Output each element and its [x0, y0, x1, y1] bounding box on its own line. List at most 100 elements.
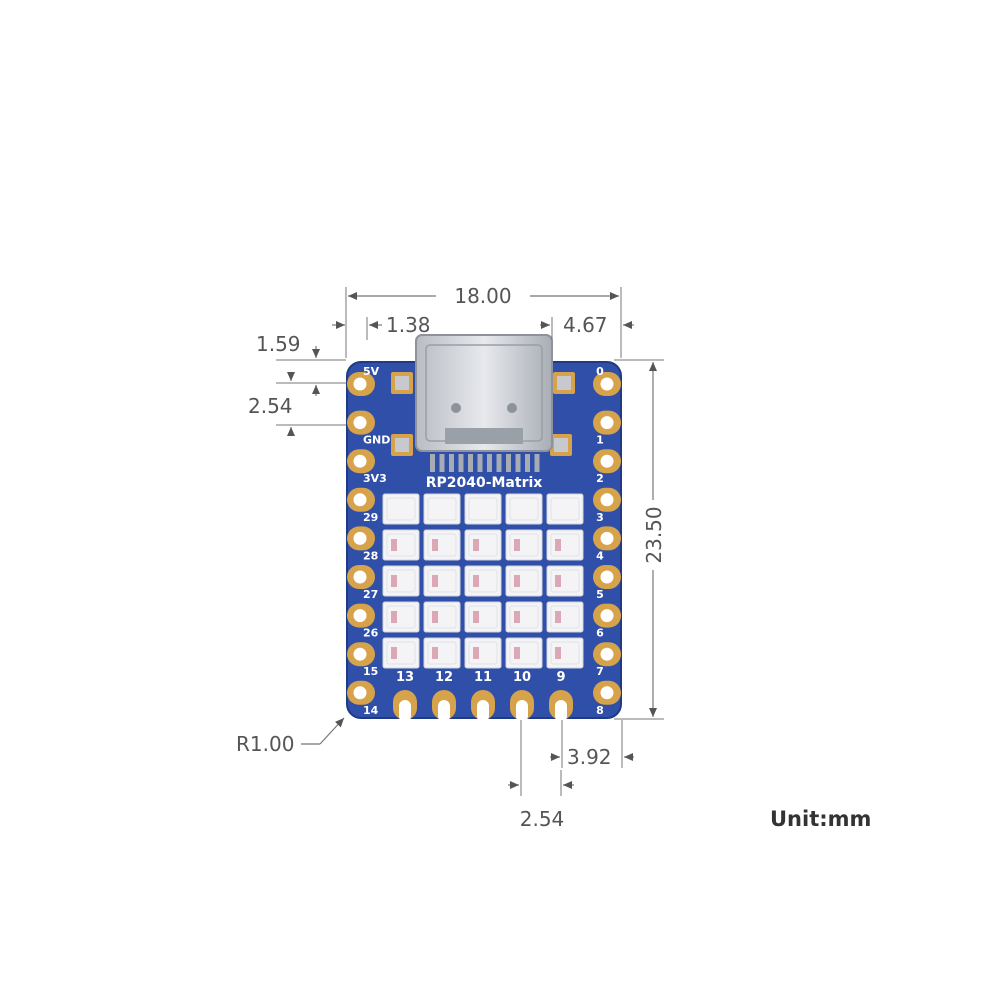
- usb-right-offset-dimension: 4.67: [563, 313, 608, 337]
- pin-label: 11: [474, 670, 492, 685]
- led: [505, 529, 543, 561]
- unit-label: Unit:mm: [770, 807, 871, 831]
- smd-pad: [395, 438, 409, 452]
- usb-pin: [449, 454, 454, 472]
- led: [382, 601, 420, 633]
- led: [505, 637, 543, 669]
- pad-hole: [600, 416, 614, 430]
- pad-hole: [555, 700, 567, 722]
- pad-hole: [353, 609, 367, 623]
- led: [423, 493, 461, 525]
- led: [423, 565, 461, 597]
- led: [423, 637, 461, 669]
- height-dimension: 23.50: [642, 506, 666, 563]
- pad-hole: [353, 377, 367, 391]
- pad-hole: [516, 700, 528, 722]
- led: [546, 601, 584, 633]
- led: [505, 601, 543, 633]
- pin-label: 3: [596, 511, 604, 524]
- pad-hole: [399, 700, 411, 722]
- bottom-right-offset-dimension: 3.92: [567, 745, 612, 769]
- left-pin-pitch-dimension: 2.54: [248, 394, 293, 418]
- pad-hole: [353, 686, 367, 700]
- led: [464, 529, 502, 561]
- led: [423, 601, 461, 633]
- pin-label: 2: [596, 472, 604, 485]
- pad-hole: [600, 493, 614, 507]
- right-pin-labels: 0 1 2 3 4 5 6 7 8: [596, 365, 604, 717]
- board-name-label: RP2040-Matrix: [426, 475, 543, 491]
- pad-hole: [438, 700, 450, 722]
- pad-hole: [600, 570, 614, 584]
- usb-pin: [487, 454, 492, 472]
- pin-label: 6: [596, 627, 604, 640]
- led: [464, 601, 502, 633]
- pin-label: 7: [596, 665, 604, 678]
- pin-label: 4: [596, 549, 604, 562]
- pin-label: 5: [596, 588, 604, 601]
- led: [382, 529, 420, 561]
- led: [546, 565, 584, 597]
- smd-pad: [554, 438, 568, 452]
- bottom-pin-pitch-dimension: 2.54: [520, 807, 565, 831]
- usb-pin: [439, 454, 445, 472]
- pad-hole: [600, 531, 614, 545]
- bottom-pin-row: [393, 690, 573, 722]
- width-dimension: 18.00: [454, 284, 511, 308]
- pad-hole: [353, 647, 367, 661]
- pin-label: 1: [596, 434, 604, 447]
- usb-pin: [477, 454, 483, 472]
- led: [382, 493, 420, 525]
- usb-pin: [458, 454, 464, 472]
- usb-pin: [534, 454, 540, 472]
- usb-left-offset-dimension: 1.38: [386, 313, 431, 337]
- right-pin-row: [593, 372, 621, 705]
- pin-label: 29: [363, 511, 378, 524]
- pad-hole: [600, 686, 614, 700]
- pin-label: 9: [556, 670, 565, 685]
- pad-hole: [600, 377, 614, 391]
- pad-hole: [353, 531, 367, 545]
- smd-pad: [557, 376, 571, 390]
- pin-label: 12: [435, 670, 453, 685]
- led: [546, 529, 584, 561]
- pin-label: 3V3: [363, 472, 387, 485]
- led: [546, 637, 584, 669]
- pin-label: 14: [363, 704, 379, 717]
- led: [464, 493, 502, 525]
- led: [505, 565, 543, 597]
- pad-hole: [353, 454, 367, 468]
- leader-line: [319, 717, 345, 745]
- usb-pin: [506, 454, 511, 472]
- usb-c-connector: [415, 334, 553, 452]
- usb-pin: [468, 454, 473, 472]
- pin-label: GND: [363, 434, 390, 447]
- pad-hole: [477, 700, 489, 722]
- usb-pin: [496, 454, 502, 472]
- pad-hole: [600, 454, 614, 468]
- corner-radius-dimension: R1.00: [236, 732, 294, 756]
- led: [505, 493, 543, 525]
- led-matrix: [382, 493, 584, 669]
- pin-label: 10: [513, 670, 531, 685]
- usb-pin: [430, 454, 435, 472]
- usb-pin-row: [430, 454, 540, 472]
- pin-label: 27: [363, 588, 378, 601]
- pad-hole: [353, 416, 367, 430]
- led: [382, 637, 420, 669]
- bottom-pin-labels: 13 12 11 10 9: [396, 670, 566, 685]
- usb-pin: [515, 454, 521, 472]
- led: [382, 565, 420, 597]
- led: [464, 637, 502, 669]
- led: [464, 565, 502, 597]
- pad-hole: [353, 493, 367, 507]
- pin-label: 0: [596, 365, 604, 378]
- pin-label: 8: [596, 704, 604, 717]
- pin-label: 13: [396, 670, 414, 685]
- left-pin-row: [347, 372, 375, 705]
- pin-label: 5V: [363, 365, 380, 378]
- usb-pin: [525, 454, 530, 472]
- pad-hole: [600, 609, 614, 623]
